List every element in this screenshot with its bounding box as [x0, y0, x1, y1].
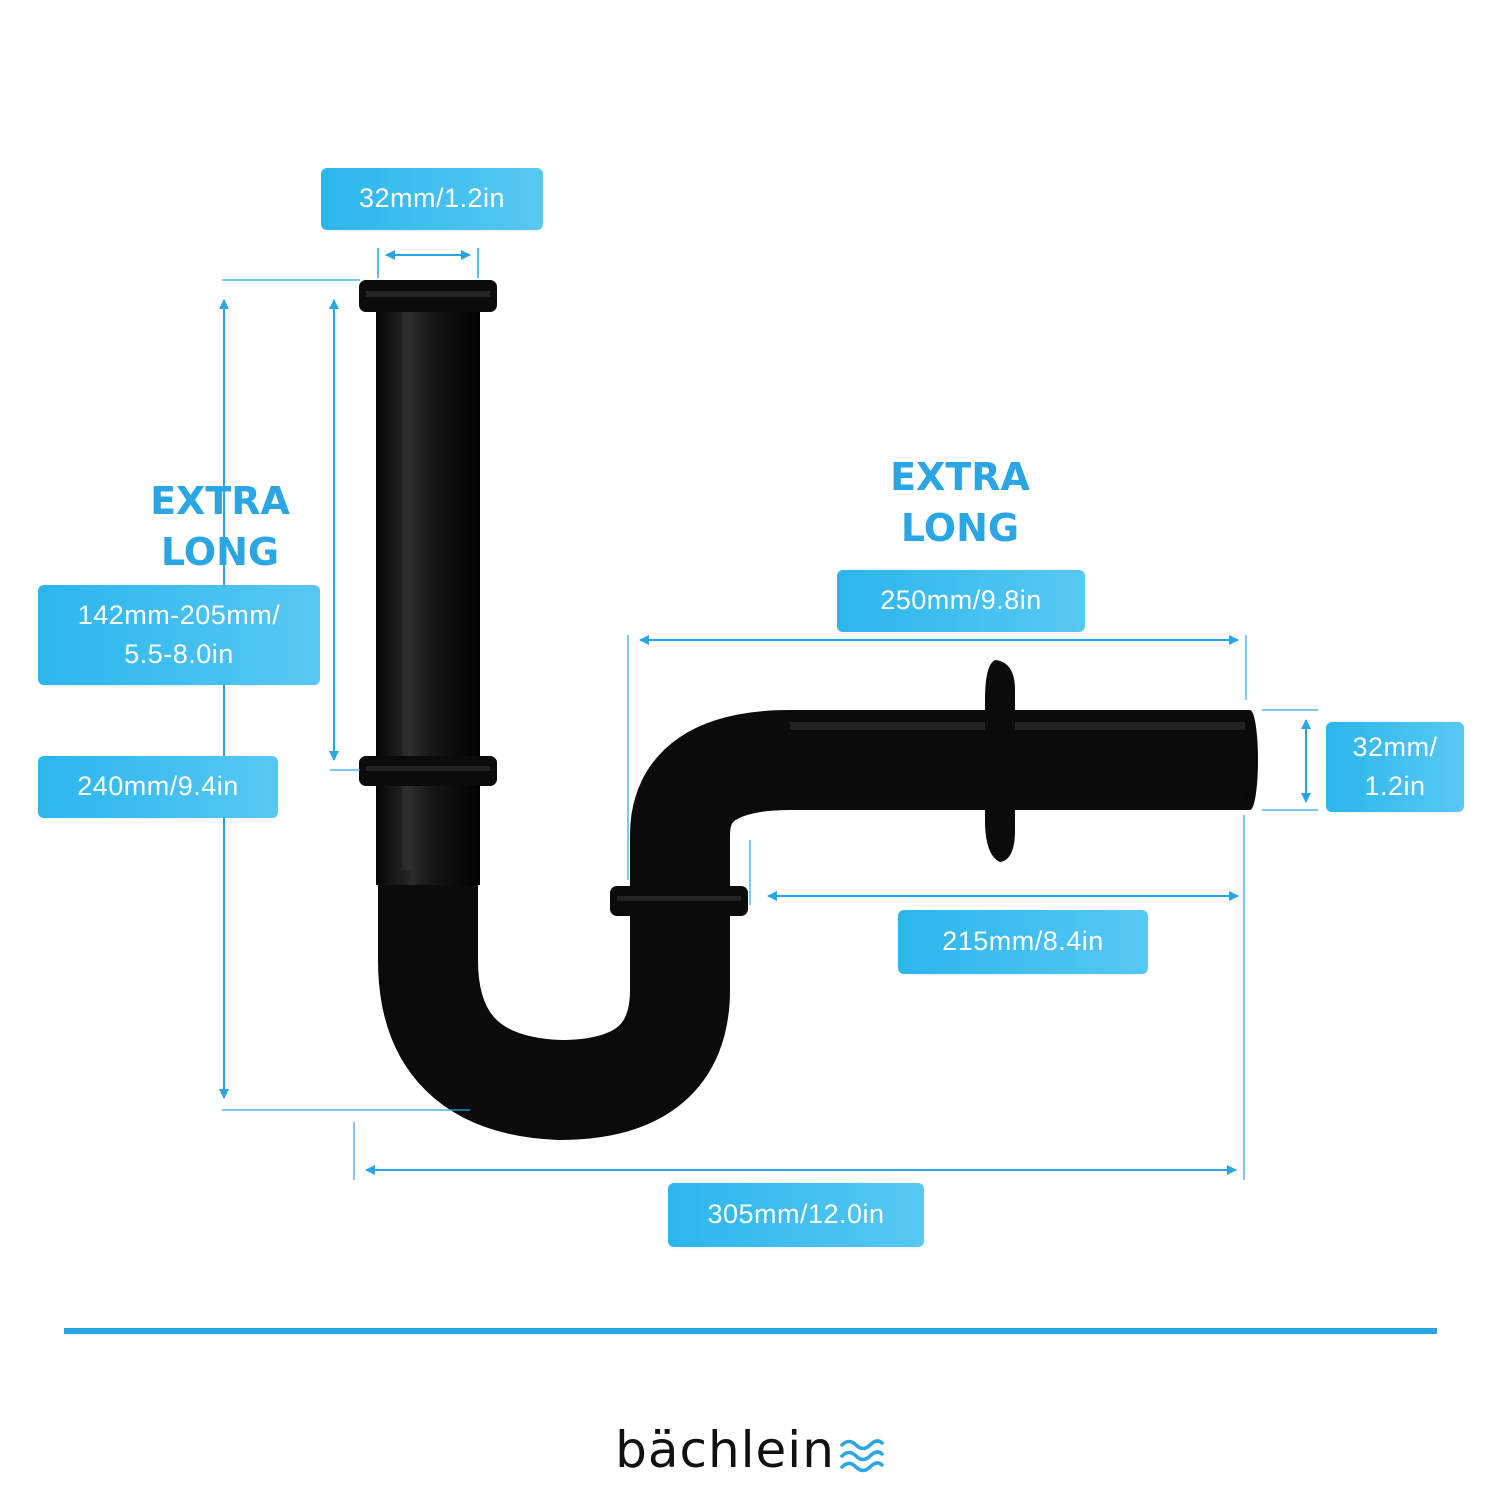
adjustable-height-text-1: 142mm-205mm/ [77, 599, 281, 630]
siphon-pipe [359, 280, 1258, 1141]
middle-nut-edge [366, 766, 490, 771]
extra-word: EXTRA [890, 455, 1030, 499]
long-word: LONG [160, 530, 280, 575]
outlet-highlight [790, 722, 1245, 730]
footer-divider [64, 1328, 1437, 1334]
brand-logo: bächlein [560, 1410, 940, 1490]
outlet-diameter-text-2: 1.2in [1364, 771, 1426, 801]
waves-icon [840, 1439, 884, 1473]
total-height-label: 240mm/9.4in [38, 756, 278, 818]
top-diameter-text: 32mm/1.2in [358, 183, 506, 214]
dimension-lines [219, 248, 1318, 1180]
outlet-bend [630, 710, 1250, 905]
total-width-label: 305mm/12.0in [668, 1183, 924, 1247]
brand-name: bächlein [615, 1421, 835, 1479]
wall-flange [985, 660, 1015, 862]
extra-long-vertical-callout: EXTRA LONG [130, 476, 310, 579]
adjustable-height-label: 142mm-205mm/ 5.5-8.0in [38, 585, 320, 685]
tailpiece-highlight [402, 310, 412, 870]
total-height-text: 240mm/9.4in [77, 771, 239, 802]
extra-long-horizontal-callout: EXTRA LONG [870, 452, 1050, 555]
extra-word: EXTRA [150, 479, 290, 523]
adjustable-height-text-2: 5.5-8.0in [124, 639, 234, 669]
outlet-length-text: 250mm/9.8in [880, 585, 1042, 616]
tailpiece [376, 300, 480, 885]
outlet-depth-label: 215mm/8.4in [898, 910, 1148, 974]
j-bend [378, 870, 730, 1141]
outlet-length-label: 250mm/9.8in [837, 570, 1085, 632]
lower-nut-edge [617, 896, 741, 901]
top-nut-edge [366, 291, 490, 297]
outlet-depth-text: 215mm/8.4in [942, 926, 1104, 957]
outlet-diameter-text-1: 32mm/ [1352, 731, 1438, 762]
total-width-text: 305mm/12.0in [707, 1199, 885, 1230]
outlet-diameter-label: 32mm/ 1.2in [1326, 722, 1464, 812]
outlet-opening [1242, 710, 1258, 810]
long-word: LONG [900, 506, 1020, 551]
top-diameter-label: 32mm/1.2in [321, 168, 543, 230]
